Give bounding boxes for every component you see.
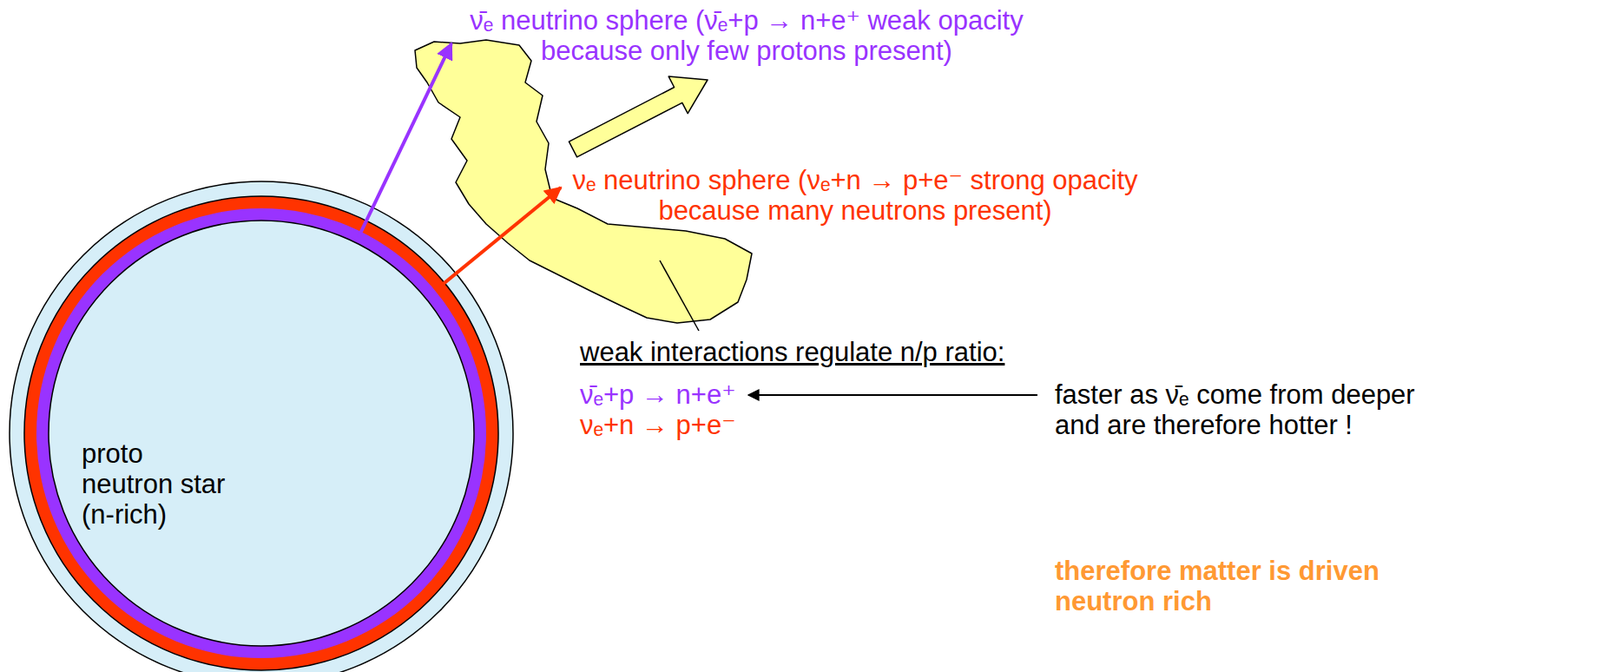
explanation-note: faster as ν̄ₑ come from deeper and are t…	[1054, 379, 1442, 441]
node-text: proto neutron star (n-rich)	[81, 438, 234, 530]
neutron-star-core: proto neutron star (n-rich)	[48, 220, 475, 646]
reaction: ν̄ₑ+p → n+e⁺	[579, 379, 754, 410]
outer-layer	[9, 181, 514, 672]
note-heading: weak interactions regulate n/p ratio:	[579, 336, 1067, 368]
leader-line	[659, 260, 699, 331]
core-disc	[48, 220, 475, 646]
conclusion-note: therefore matter is driven neutron rich	[1054, 555, 1420, 617]
outflow-arrow	[568, 76, 708, 158]
sphere-note: ν̄ₑ neutrino sphere (ν̄ₑ+p → n+e⁺ weak o…	[442, 5, 1051, 66]
nu-e-arrow	[440, 187, 561, 287]
anti-nu-e-sphere-ring	[36, 208, 487, 659]
sphere-note: νₑ neutrino sphere (νₑ+n → p+e⁻ strong o…	[546, 164, 1164, 226]
reaction: νₑ+n → p+e⁻	[579, 409, 754, 441]
anti-nu-e-arrow	[358, 43, 452, 238]
nu-e-sphere-ring	[24, 196, 499, 671]
pointer-arrow	[748, 394, 1038, 396]
